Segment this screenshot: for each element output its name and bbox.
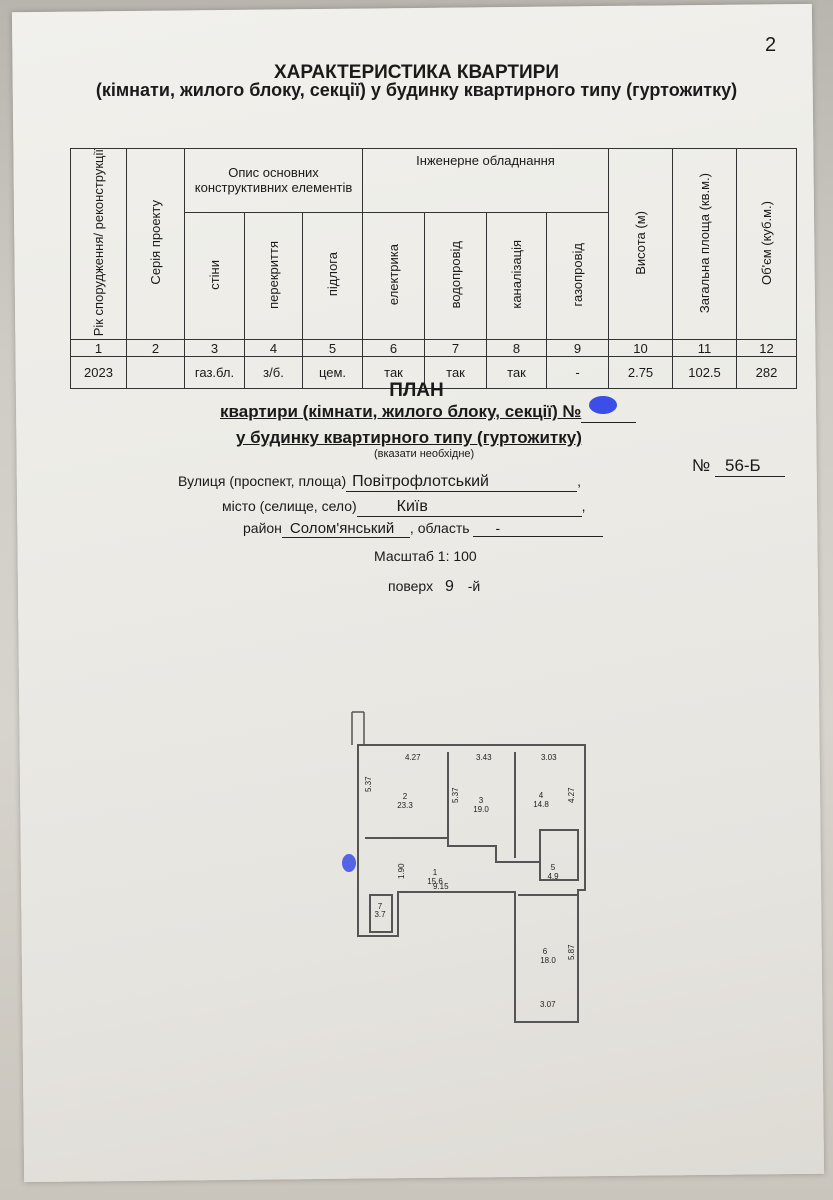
room-5-area: 4.9 bbox=[547, 872, 559, 881]
wall-bathroom bbox=[539, 829, 579, 881]
city-row: місто (селище, село)Київ, bbox=[222, 498, 586, 517]
col-header-electric: електрика bbox=[362, 211, 426, 341]
room-2-number: 2 bbox=[403, 792, 408, 801]
plan-line-2: у будинку квартирного типу (гуртожитку) bbox=[236, 428, 582, 447]
plan-line-1: квартири (кімнати, жилого блоку, секції)… bbox=[220, 396, 637, 423]
room-1-number: 1 bbox=[433, 868, 438, 877]
dim-587: 5.87 bbox=[567, 944, 576, 960]
room-4-number: 4 bbox=[539, 791, 544, 800]
city-value: Київ bbox=[396, 498, 428, 515]
room-6-area: 18.0 bbox=[540, 956, 556, 965]
street-row: Вулиця (проспект, площа)Повітрофлотський… bbox=[178, 473, 582, 492]
dim-915: 9.15 bbox=[433, 882, 449, 891]
entrance-mark bbox=[342, 854, 356, 872]
redaction-mark bbox=[589, 396, 618, 414]
col-header-water: водопровід bbox=[424, 211, 488, 341]
room-3-area: 19.0 bbox=[473, 805, 489, 814]
dim-343: 3.43 bbox=[476, 753, 492, 762]
dim-190: 1.90 bbox=[397, 863, 406, 879]
floor-row: поверх 9 -й bbox=[388, 578, 481, 595]
col-header-volume: Об'єм (куб.м.) bbox=[736, 147, 798, 341]
house-number-value: 56-Б bbox=[714, 456, 785, 477]
street-value: Повітрофлотський bbox=[352, 473, 489, 490]
characteristics-table: Рік спорудження/ реконструкції Серія про… bbox=[70, 147, 798, 390]
plan-note: (вказати необхідне) bbox=[374, 448, 475, 460]
wall-wc bbox=[369, 894, 393, 933]
col-header-area: Загальна площа (кв.м.) bbox=[672, 147, 738, 341]
col-header-series: Серія проекту bbox=[126, 147, 185, 341]
room-2-area: 23.3 bbox=[397, 801, 413, 810]
dim-427v: 4.27 bbox=[567, 787, 576, 803]
room-5-number: 5 bbox=[551, 863, 556, 872]
floor-value: 9 bbox=[444, 578, 454, 595]
document-subtitle: (кімнати, жилого блоку, секції) у будинк… bbox=[95, 80, 738, 100]
wall-corridor-top bbox=[365, 837, 540, 863]
dim-537b: 5.37 bbox=[451, 787, 460, 803]
plan-title: ПЛАН bbox=[389, 380, 444, 401]
dim-307: 3.07 bbox=[540, 1000, 556, 1009]
district-value: Солом'янський bbox=[289, 520, 395, 537]
group-header-engineering: Інженерне обладнання bbox=[362, 148, 610, 213]
number-row: № 56-Б bbox=[692, 456, 785, 477]
page-number: 2 bbox=[765, 34, 777, 56]
balcony bbox=[351, 711, 365, 745]
col-header-gas: газопровід bbox=[546, 211, 610, 341]
group-header-construct: Опис основних конструктивних елементів bbox=[183, 148, 364, 213]
room-4-area: 14.8 bbox=[533, 800, 549, 809]
room-7-number: 7 bbox=[378, 902, 383, 911]
col-header-year: Рік спорудження/ реконструкції bbox=[70, 147, 127, 341]
room-7-area: 3.7 bbox=[374, 910, 386, 919]
dim-537a: 5.37 bbox=[364, 776, 373, 792]
scale-label: Масштаб 1: 100 bbox=[374, 548, 477, 564]
col-header-floor: підлога bbox=[301, 211, 364, 341]
dim-303: 3.03 bbox=[541, 753, 557, 762]
room-1-area: 15.6 bbox=[427, 877, 443, 886]
room-3-number: 3 bbox=[479, 796, 484, 805]
room-6-number: 6 bbox=[543, 947, 548, 956]
dim-427: 4.27 bbox=[405, 753, 421, 762]
col-header-ceiling: перекриття bbox=[244, 211, 303, 341]
document-title: ХАРАКТЕРИСТИКА КВАРТИРИ bbox=[273, 62, 559, 83]
outer-walls bbox=[357, 744, 586, 1023]
region-value: - bbox=[495, 520, 501, 536]
